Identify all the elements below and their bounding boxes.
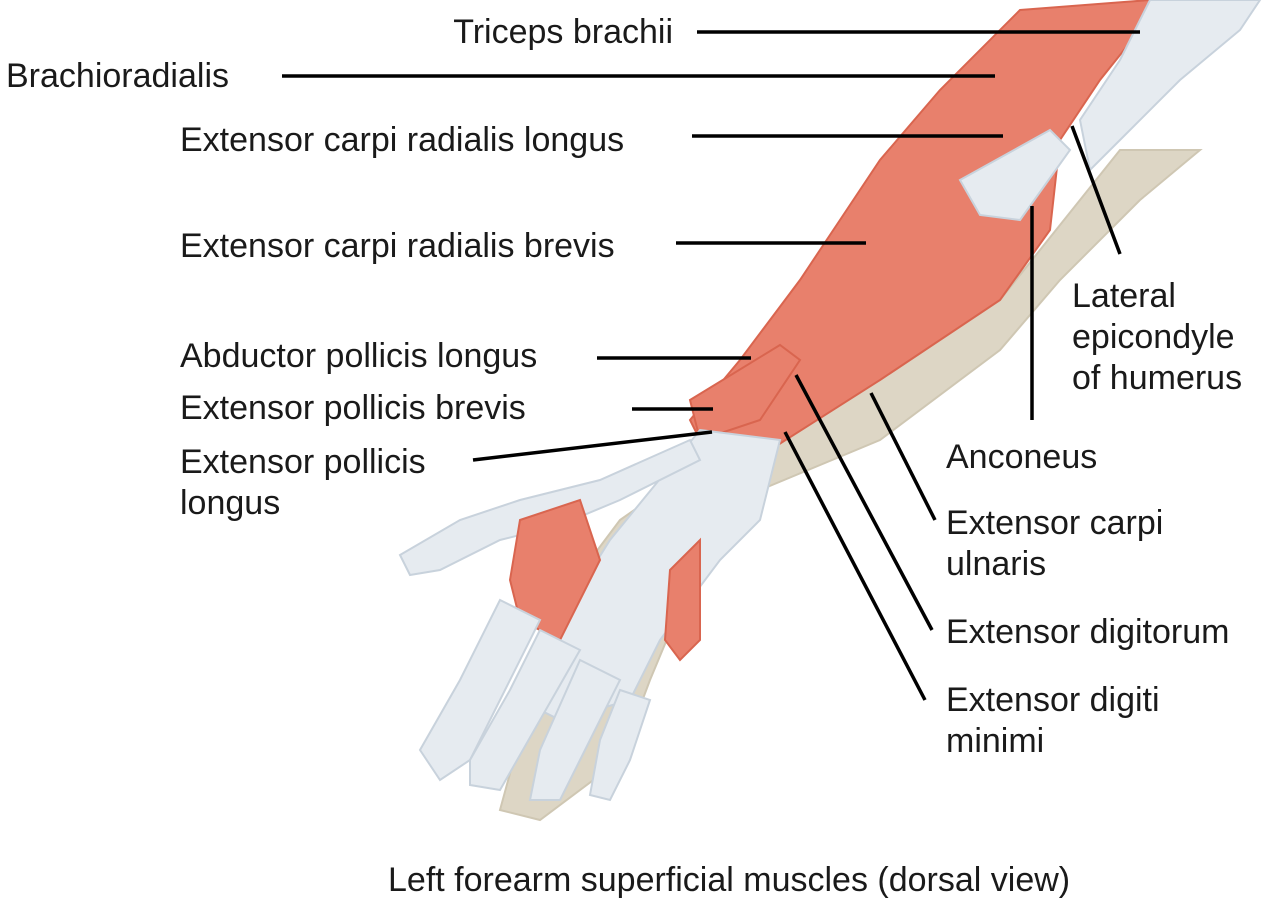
label-triceps-brachii: Triceps brachii <box>453 13 673 51</box>
label-extensor-digitorum: Extensor digitorum <box>946 613 1230 651</box>
label-brachioradialis: Brachioradialis <box>6 57 229 95</box>
leader-ed <box>794 374 934 631</box>
leader-lateral-epicondyle <box>1070 125 1122 255</box>
finger-index <box>418 598 542 782</box>
label-extensor-digiti-minimi: Extensor digiti minimi <box>946 681 1160 760</box>
label-abductor-pollicis-longus: Abductor pollicis longus <box>180 337 538 375</box>
figure-caption: Left forearm superficial muscles (dorsal… <box>388 861 1071 899</box>
label-anconeus: Anconeus <box>946 438 1098 476</box>
leader-edm <box>783 431 927 701</box>
leader-ecu <box>869 392 937 521</box>
label-extensor-carpi-radialis-brevis: Extensor carpi radialis brevis <box>180 227 615 265</box>
thumb <box>398 438 702 577</box>
leader-lines <box>282 30 1140 701</box>
finger-ring <box>528 658 622 801</box>
finger-little <box>588 688 652 802</box>
label-extensor-pollicis-longus: Extensor pollicis longus <box>180 443 426 522</box>
label-lateral-epicondyle-of-humerus: Lateral epicondyle of humerus <box>1072 277 1243 397</box>
label-extensor-carpi-ulnaris: Extensor carpi ulnaris <box>946 504 1164 583</box>
leader-epl <box>472 430 713 462</box>
finger-middle <box>469 628 582 792</box>
label-extensor-pollicis-brevis: Extensor pollicis brevis <box>180 389 526 427</box>
hand-muscles-2 <box>663 537 701 662</box>
label-extensor-carpi-radialis-longus: Extensor carpi radialis longus <box>180 121 625 159</box>
triceps-tendon <box>1078 0 1262 173</box>
epicondyle-tendon <box>958 128 1072 222</box>
